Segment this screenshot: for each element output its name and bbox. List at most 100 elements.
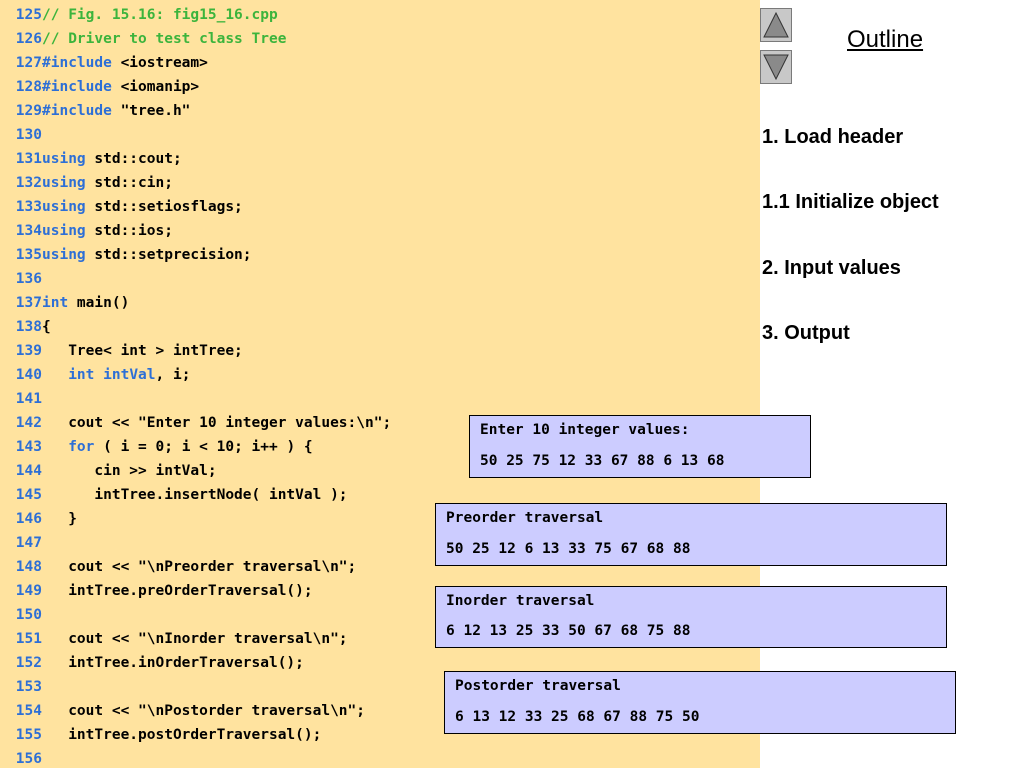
code-token: using <box>42 175 86 191</box>
code-token: std::setiosflags; <box>85 199 243 215</box>
code-token: // Driver to test class Tree <box>42 31 287 47</box>
previous-slide-button[interactable] <box>760 8 792 42</box>
line-number: 153 <box>15 679 42 695</box>
code-line: 143 for ( i = 0; i < 10; i++ ) { <box>0 435 313 459</box>
code-token: intTree.insertNode( intVal ); <box>42 487 348 503</box>
line-number: 145 <box>15 487 42 503</box>
output-line: 50 25 75 12 33 67 88 6 13 68 <box>480 453 725 469</box>
code-token: cout << "\nPreorder traversal\n"; <box>42 559 357 575</box>
line-number: 125 <box>15 7 42 23</box>
code-token <box>42 367 68 383</box>
output-line: 6 13 12 33 25 68 67 88 75 50 <box>455 709 700 725</box>
code-token <box>94 367 103 383</box>
code-token: main() <box>68 295 130 311</box>
code-token: cout << "\nInorder traversal\n"; <box>42 631 348 647</box>
line-number: 138 <box>15 319 42 335</box>
next-slide-button[interactable] <box>760 50 792 84</box>
code-line: 141 <box>0 387 42 411</box>
line-number: 130 <box>15 127 42 143</box>
code-token: std::cout; <box>85 151 182 167</box>
line-number: 142 <box>15 415 42 431</box>
line-number: 144 <box>15 463 42 479</box>
output-box-inorder: Inorder traversal 6 12 13 25 33 50 67 68… <box>435 586 947 648</box>
output-line: 50 25 12 6 13 33 75 67 68 88 <box>446 541 691 557</box>
outline-item: 2. Input values <box>762 257 901 279</box>
code-token: <iomanip> <box>111 79 200 95</box>
outline-item: 3. Output <box>762 322 850 344</box>
code-token: intVal <box>103 367 156 383</box>
code-token: std::setprecision; <box>85 247 252 263</box>
line-number: 137 <box>15 295 42 311</box>
code-line: 156 <box>0 747 42 771</box>
code-token: // Fig. 15.16: fig15_16.cpp <box>42 7 278 23</box>
output-line: Preorder traversal <box>446 510 604 526</box>
line-number: 129 <box>15 103 42 119</box>
line-number: 156 <box>15 751 42 767</box>
code-line: 127#include <iostream> <box>0 51 208 75</box>
line-number: 143 <box>15 439 42 455</box>
code-line: 139 Tree< int > intTree; <box>0 339 243 363</box>
code-token: std::ios; <box>85 223 173 239</box>
code-line: 147 <box>0 531 42 555</box>
code-token: { <box>42 319 51 335</box>
code-token: std::cin; <box>85 175 173 191</box>
code-token: } <box>42 511 77 527</box>
triangle-down-icon <box>763 54 789 81</box>
code-line: 137int main() <box>0 291 130 315</box>
code-line: 154 cout << "\nPostorder traversal\n"; <box>0 699 365 723</box>
code-token: cout << "Enter 10 integer values:\n"; <box>42 415 392 431</box>
line-number: 150 <box>15 607 42 623</box>
code-line: 149 intTree.preOrderTraversal(); <box>0 579 313 603</box>
code-line: 138{ <box>0 315 51 339</box>
code-line: 145 intTree.insertNode( intVal ); <box>0 483 348 507</box>
outline-item: 1. Load header <box>762 126 904 148</box>
code-token: Tree< int > intTree; <box>42 343 243 359</box>
output-line: 6 12 13 25 33 50 67 68 75 88 <box>446 623 691 639</box>
code-token: "tree.h" <box>111 103 191 119</box>
code-token: ( i = 0; i < 10; i++ ) { <box>94 439 313 455</box>
triangle-up-icon <box>763 11 789 38</box>
code-token: using <box>42 247 86 263</box>
code-line: 134using std::ios; <box>0 219 173 243</box>
code-token: intTree.postOrderTraversal(); <box>42 727 322 743</box>
code-line: 126// Driver to test class Tree <box>0 27 287 51</box>
code-token: #include <box>42 55 112 71</box>
line-number: 141 <box>15 391 42 407</box>
line-number: 155 <box>15 727 42 743</box>
line-number: 139 <box>15 343 42 359</box>
line-number: 134 <box>15 223 42 239</box>
line-number: 140 <box>15 367 42 383</box>
line-number: 128 <box>15 79 42 95</box>
code-line: 148 cout << "\nPreorder traversal\n"; <box>0 555 356 579</box>
code-token: intTree.preOrderTraversal(); <box>42 583 313 599</box>
line-number: 133 <box>15 199 42 215</box>
code-token: for <box>68 439 95 455</box>
code-line: 140 int intVal, i; <box>0 363 191 387</box>
output-line: Postorder traversal <box>455 678 621 694</box>
output-line: Inorder traversal <box>446 593 595 609</box>
code-token <box>42 439 68 455</box>
code-line: 152 intTree.inOrderTraversal(); <box>0 651 304 675</box>
line-number: 154 <box>15 703 42 719</box>
code-line: 151 cout << "\nInorder traversal\n"; <box>0 627 348 651</box>
line-number: 151 <box>15 631 42 647</box>
code-token: #include <box>42 79 112 95</box>
line-number: 135 <box>15 247 42 263</box>
line-number: 136 <box>15 271 42 287</box>
output-box-postorder: Postorder traversal 6 13 12 33 25 68 67 … <box>444 671 956 734</box>
output-box-input: Enter 10 integer values: 50 25 75 12 33 … <box>469 415 811 478</box>
line-number: 127 <box>15 55 42 71</box>
code-line: 144 cin >> intVal; <box>0 459 217 483</box>
code-line: 133using std::setiosflags; <box>0 195 243 219</box>
line-number: 152 <box>15 655 42 671</box>
output-box-preorder: Preorder traversal 50 25 12 6 13 33 75 6… <box>435 503 947 566</box>
outline-item: 1.1 Initialize object <box>762 191 939 213</box>
code-listing: 125// Fig. 15.16: fig15_16.cpp 126// Dri… <box>0 0 760 768</box>
outline-title[interactable]: Outline <box>847 26 924 53</box>
line-number: 132 <box>15 175 42 191</box>
code-line: 135using std::setprecision; <box>0 243 252 267</box>
code-line: 142 cout << "Enter 10 integer values:\n"… <box>0 411 391 435</box>
line-number: 147 <box>15 535 42 551</box>
line-number: 149 <box>15 583 42 599</box>
code-line: 128#include <iomanip> <box>0 75 199 99</box>
